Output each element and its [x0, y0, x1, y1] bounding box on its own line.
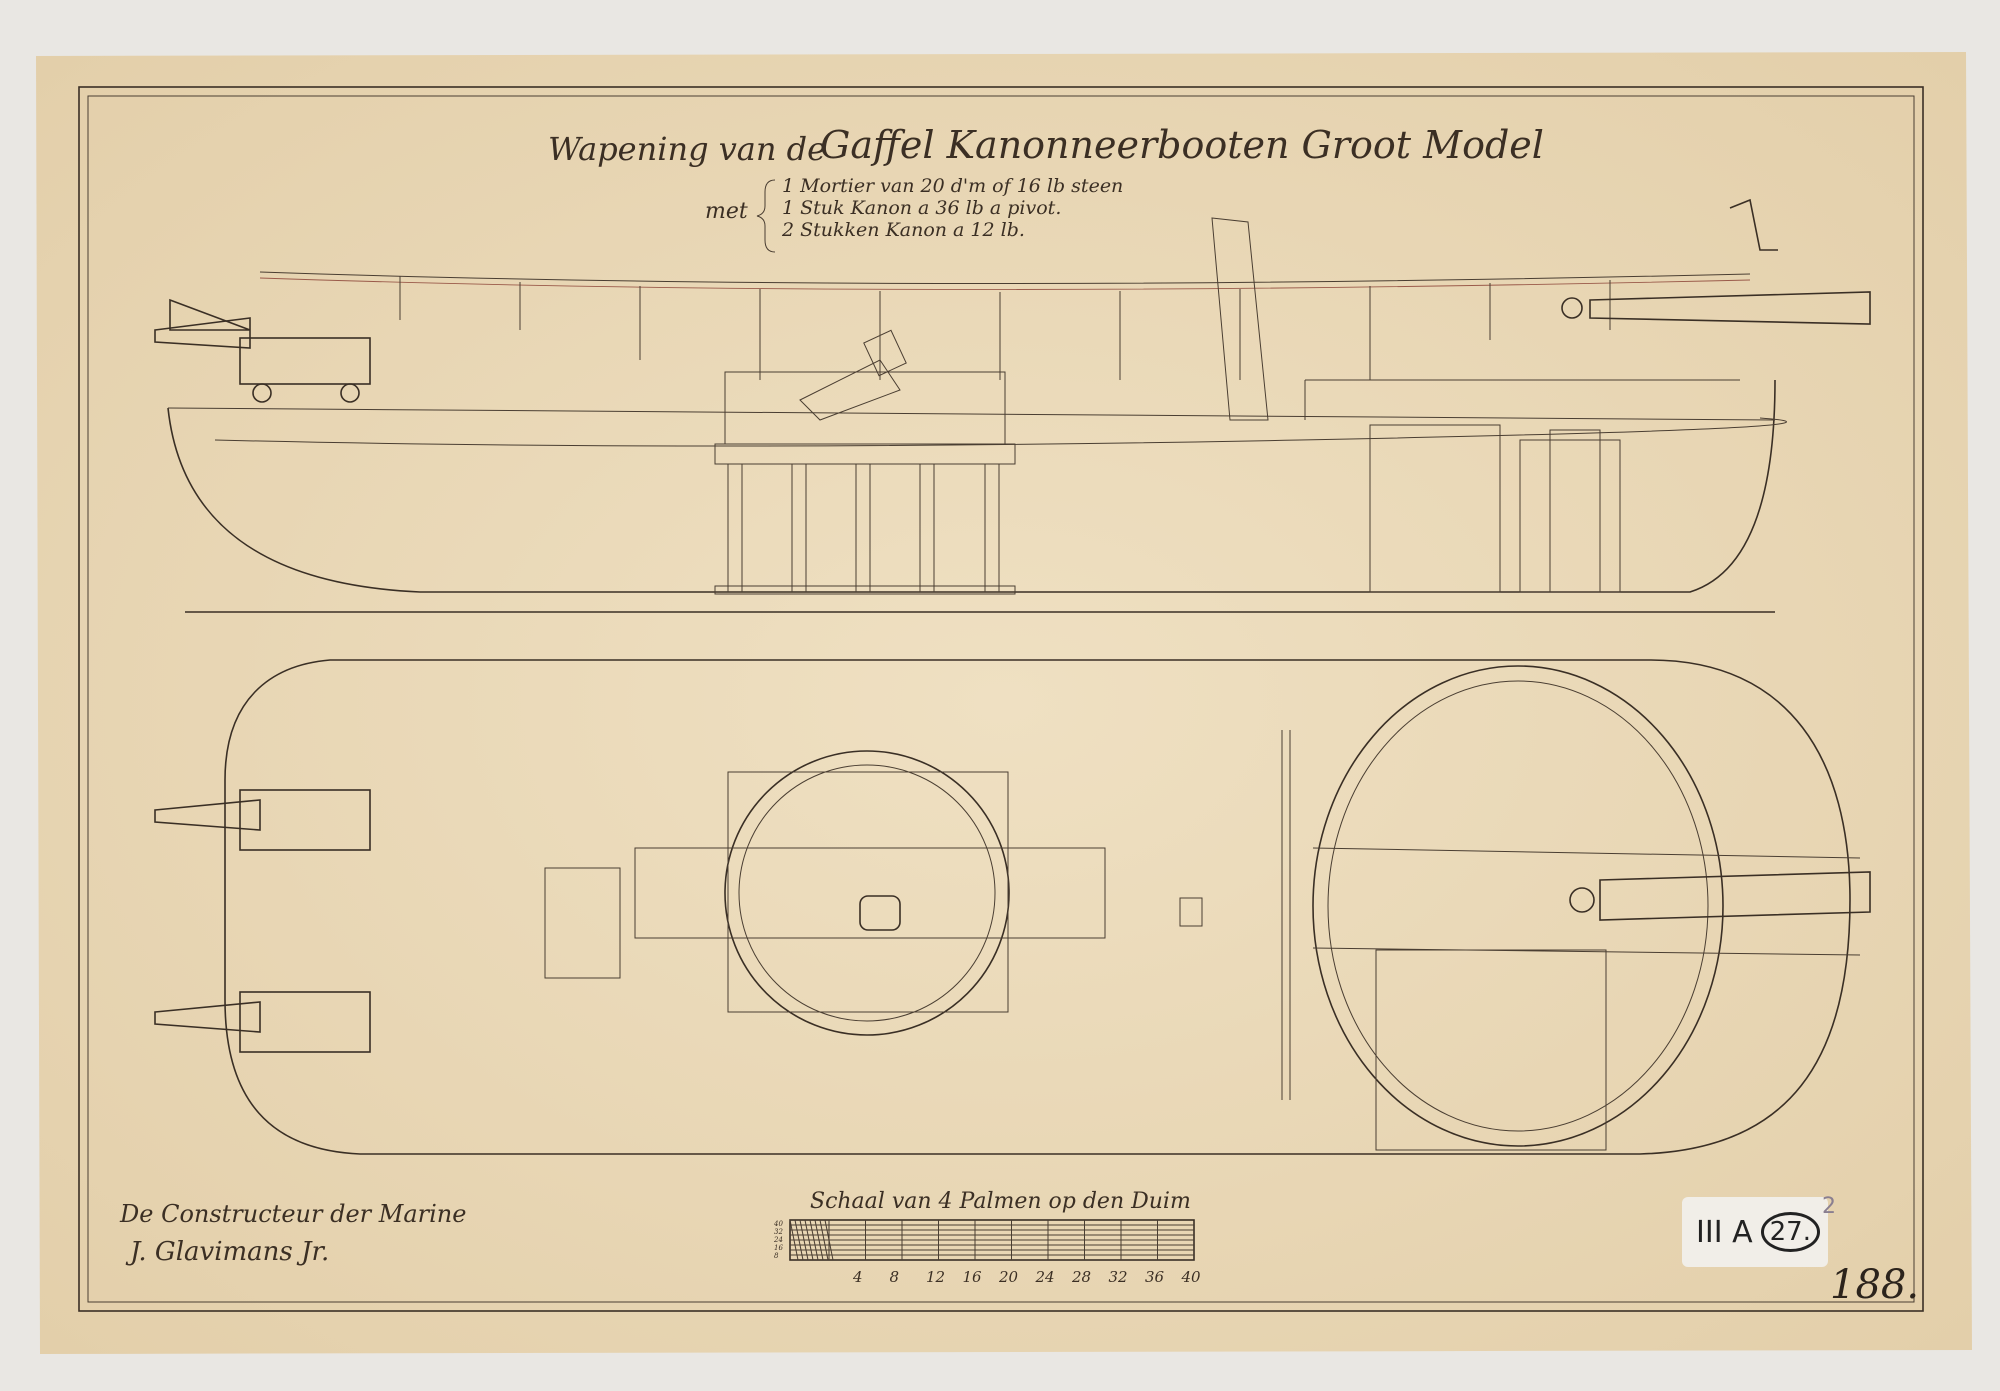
scale-diagonal: [804, 1219, 814, 1261]
scale-left-tick: 16: [774, 1244, 783, 1252]
armament-brace: [756, 179, 776, 253]
stern-cannons-plan: [154, 789, 371, 1053]
scale-tick-label: 32: [1109, 1268, 1128, 1286]
signature-title: De Constructeur der Marine: [119, 1200, 466, 1228]
scale-diagonal: [819, 1219, 829, 1261]
bow-pivot-cannon: [1561, 198, 1871, 325]
scale-diagonal: [814, 1219, 824, 1261]
sheet-number: 188.: [1830, 1262, 1920, 1308]
scale-tick-label: 16: [963, 1268, 983, 1286]
scale-diagonal: [794, 1219, 804, 1261]
scale-left-tick: 24: [773, 1236, 783, 1244]
inner-border: [87, 95, 1915, 1303]
armament-item: 2 Stukken Kanon a 12 lb.: [781, 219, 1025, 241]
scale-tick-label: 40: [1181, 1268, 1202, 1286]
scale-diagonal: [789, 1219, 799, 1261]
archive-label: III A 27.: [1682, 1197, 1828, 1267]
archive-series: III A: [1696, 1214, 1753, 1250]
scale-left-tick: 40: [773, 1220, 783, 1228]
plan-view: [154, 659, 1871, 1155]
scale-tick-label: 24: [1035, 1268, 1055, 1286]
scale-tick-label: 28: [1071, 1268, 1091, 1286]
armament-item: 1 Mortier van 20 d'm of 16 lb steen: [782, 175, 1123, 197]
scale-left-tick: 8: [774, 1252, 779, 1260]
title-main: Gaffel Kanonneerbooten Groot Model: [820, 123, 1544, 167]
armament-lead: met: [705, 199, 748, 224]
paper-sheet: [36, 52, 1972, 1354]
side-elevation: [154, 198, 1871, 613]
scale-tick-label: 12: [926, 1268, 945, 1286]
archive-number: 27.: [1760, 1212, 1820, 1252]
scale-diagonal: [799, 1219, 809, 1261]
scale-tick-label: 36: [1145, 1268, 1165, 1286]
scale-tick-label: 8: [890, 1268, 900, 1286]
signature-name: J. Glavimans Jr.: [125, 1237, 329, 1267]
outer-border: [78, 86, 1924, 1312]
stern-cannon: [154, 298, 371, 403]
scale-bar: Schaal van 4 Palmen op den Duim 4 8 12 16 20…: [773, 1189, 1201, 1286]
scale-tick-label: 20: [998, 1268, 1019, 1286]
scale-diagonal: [809, 1219, 819, 1261]
scale-tick-label: 4: [852, 1268, 863, 1286]
armament-item: 1 Stuk Kanon a 36 lb a pivot.: [782, 197, 1061, 219]
title-prefix: Wapening van de: [548, 130, 826, 168]
archive-superscript: 2: [1822, 1194, 1836, 1219]
scale-left-tick: 32: [774, 1228, 783, 1236]
scale-title: Schaal van 4 Palmen op den Duim: [810, 1189, 1191, 1214]
